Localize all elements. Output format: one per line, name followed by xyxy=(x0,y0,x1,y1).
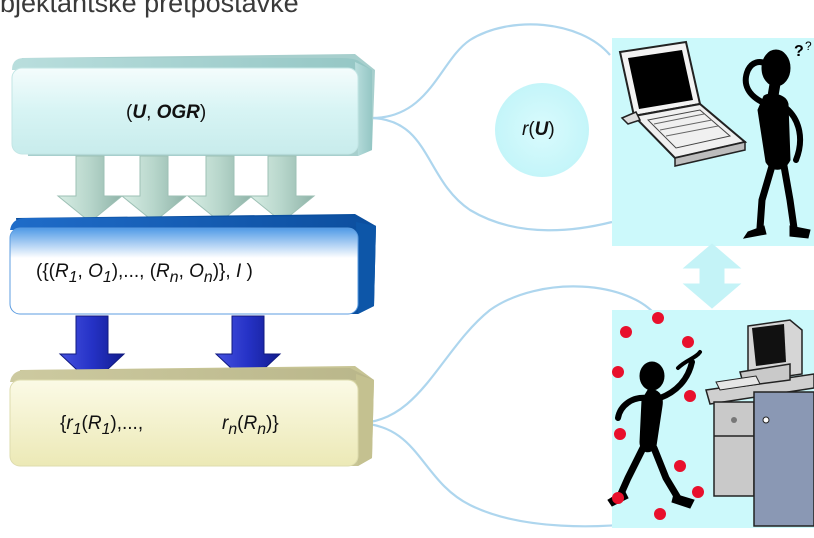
circle-r-u xyxy=(495,83,589,177)
text-part: ),..., xyxy=(110,413,144,434)
text-part: ( xyxy=(528,119,535,140)
text-part: ( xyxy=(81,413,88,434)
text-part: )} xyxy=(266,413,279,434)
connector-bottom-lower xyxy=(357,421,661,528)
arrows-light xyxy=(56,155,316,223)
red-dot xyxy=(682,336,694,348)
box-bottom-label-n: rn(Rn)} xyxy=(222,414,279,438)
symbol-ogr: OGR xyxy=(156,102,200,123)
text-part: , xyxy=(77,261,89,282)
box-top-label: (U, OGR) xyxy=(126,103,206,122)
down-arrow-light-1 xyxy=(56,155,124,223)
symbol-rn-func: r xyxy=(222,413,229,434)
separator: , xyxy=(146,102,157,123)
down-arrow-light-3 xyxy=(186,155,254,223)
subscript: 1 xyxy=(102,268,112,286)
red-dots xyxy=(612,312,704,520)
connector-lines xyxy=(357,23,661,528)
symbol-on: O xyxy=(189,261,204,282)
connector-top-lower xyxy=(371,116,613,232)
red-dot xyxy=(652,312,664,324)
subscript: n xyxy=(169,268,179,286)
panel-dancing xyxy=(607,310,814,528)
text-part: ) xyxy=(241,261,253,282)
symbol-u: U xyxy=(132,102,147,123)
symbol-r: r xyxy=(522,119,529,140)
text-part: ),..., ( xyxy=(111,261,157,282)
subscript: n xyxy=(203,268,213,286)
red-dot xyxy=(614,428,626,440)
box-middle xyxy=(9,214,376,315)
symbol-R1: R xyxy=(87,413,102,434)
arrows-dark xyxy=(58,315,282,385)
text-part: ({( xyxy=(36,261,55,282)
box-bottom xyxy=(9,366,374,467)
subscript: 1 xyxy=(101,420,111,438)
svg-text:?: ? xyxy=(794,43,804,60)
paren-close: ) xyxy=(199,102,207,123)
question-mark-icon: ? ? xyxy=(794,39,812,60)
symbol-o1: O xyxy=(88,261,103,282)
red-dot xyxy=(692,486,704,498)
slide-title: bjektantske pretpostavke xyxy=(0,0,299,18)
red-dot xyxy=(674,460,686,472)
down-arrow-light-2 xyxy=(120,155,188,223)
thinking-figure-icon xyxy=(742,49,811,239)
symbol-i: I xyxy=(235,261,242,282)
subscript: 1 xyxy=(68,268,78,286)
text-part: ( xyxy=(237,413,244,434)
bidirectional-arrow xyxy=(682,243,742,309)
box-bottom-label: {r1(R1),..., xyxy=(60,414,143,438)
red-dot xyxy=(612,366,624,378)
text-part: )}, xyxy=(212,261,236,282)
box-top xyxy=(11,54,375,156)
connector-top-upper xyxy=(371,23,611,120)
red-dot xyxy=(620,326,632,338)
circle-label: r(U) xyxy=(522,120,555,139)
symbol-u: U xyxy=(534,119,549,140)
symbol-rn: R xyxy=(156,261,170,282)
svg-text:?: ? xyxy=(805,39,812,53)
paren-open: ( xyxy=(126,102,133,123)
connector-bottom-upper xyxy=(357,285,659,425)
symbol-Rn: R xyxy=(243,413,258,434)
subscript: n xyxy=(257,420,267,438)
text-part: { xyxy=(60,413,67,434)
red-dot xyxy=(612,492,624,504)
down-arrow-light-4 xyxy=(248,155,316,223)
red-dot xyxy=(654,508,666,520)
red-dot xyxy=(684,390,696,402)
symbol-r1-func: r xyxy=(66,413,73,434)
panel-thinking: ? ? xyxy=(612,38,814,246)
computer-desk-icon xyxy=(705,319,814,527)
box-middle-label: ({(R1, O1),..., (Rn, On)}, I ) xyxy=(36,262,253,286)
symbol-r1: R xyxy=(55,261,69,282)
subscript: 1 xyxy=(72,420,82,438)
laptop-icon xyxy=(618,40,748,167)
text-part: , xyxy=(178,261,190,282)
subscript: n xyxy=(228,420,238,438)
text-part: ) xyxy=(548,119,555,140)
